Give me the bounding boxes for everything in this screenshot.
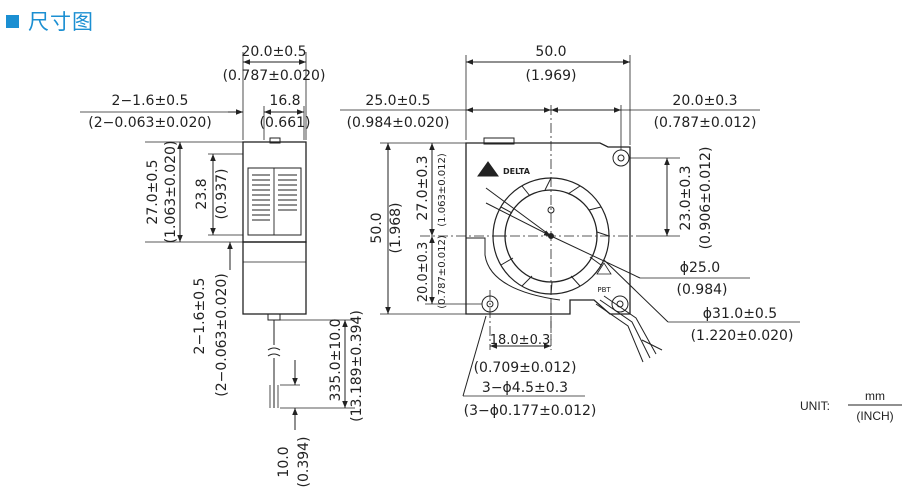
side-hole-bottom-in: (2−0.063±0.020) [214,273,230,396]
lead-length-in: (13.189±0.394) [349,310,365,422]
side-view [80,52,355,430]
mount-holes: 3−ϕ4.5±0.3 [482,380,568,396]
unit-legend: UNIT: mm (INCH) [800,389,902,423]
side-width-inner-in: (0.661) [259,115,310,131]
front-center-top-in: (1.063±0.012) [437,153,448,227]
front-height-total-in: (1.968) [388,202,404,253]
side-hole-left-in: (2−0.063±0.020) [88,115,211,131]
hole-spacing: 18.0±0.3 [490,333,551,348]
front-view [340,55,800,397]
side-vent-slots [252,168,297,235]
side-height-inner-in: (0.937) [214,168,230,219]
unit-numerator: mm [865,389,885,403]
page-title: 尺寸图 [28,10,94,34]
lead-length: 335.0±10.0 [328,319,344,402]
hub-diameter-in: (0.984) [676,282,727,298]
side-lead-break [267,347,281,357]
front-center-left: 25.0±0.5 [365,93,430,109]
side-width-top-in: (0.787±0.020) [223,68,326,84]
side-hole-bottom: 2−1.6±0.5 [192,278,208,355]
front-center-bottom: 20.0±0.3 [416,242,431,303]
mount-holes-in: (3−ϕ0.177±0.012) [464,403,597,419]
strip-length: 10.0 [276,446,292,477]
front-hole-right-in: (0.787±0.012) [654,115,757,131]
front-width-total: 50.0 [535,44,566,60]
recycle-icon [596,262,612,275]
side-height-inner: 23.8 [194,178,210,209]
delta-logo-icon [477,161,499,177]
hub-diameter: ϕ25.0 [680,260,720,276]
front-hole-vert-in: (0.906±0.012) [698,147,714,250]
impeller-blades [493,177,610,295]
section-header: 尺寸图 [6,6,94,36]
side-width-inner: 16.8 [269,93,300,109]
side-body-lower [242,241,307,315]
front-height-total: 50.0 [369,212,385,243]
side-lead-exit [267,313,281,321]
side-hole-left: 2−1.6±0.5 [112,93,189,109]
side-width-top: 20.0±0.5 [241,44,306,60]
front-lead-wires [595,295,663,363]
hole-spacing-in: (0.709±0.012) [474,360,577,376]
header-square-icon [6,14,19,28]
fan-scroll [466,237,561,301]
side-height-outer-in: (1.063±0.020) [163,141,179,244]
front-width-total-in: (1.969) [525,68,576,84]
fan-mark-text: PBT [597,286,611,294]
strip-length-in: (0.394) [296,436,312,487]
front-hole-vert: 23.0±0.3 [678,165,694,230]
front-hole-right: 20.0±0.3 [672,93,737,109]
impeller-diameter: ϕ31.0±0.5 [703,306,777,322]
side-vent-frame [247,167,302,236]
fan-logo-text: DELTA [503,167,531,176]
front-center-left-in: (0.984±0.020) [347,115,450,131]
mount-hole-top-right [612,149,630,167]
unit-denominator: (INCH) [856,409,893,423]
front-center-bottom-in: (0.787±0.012) [437,235,448,309]
mount-hole-bottom-right [611,295,629,313]
side-latch [269,137,281,144]
side-view-labels: 20.0±0.5 (0.787±0.020) 16.8 (0.661) 2−1.… [88,44,365,488]
front-center-top: 27.0±0.3 [415,155,431,220]
side-height-outer: 27.0±0.5 [145,159,161,224]
impeller-diameter-in: (1.220±0.020) [691,328,794,344]
side-body-upper [242,141,307,243]
unit-label: UNIT: [800,399,830,413]
front-view-labels: 50.0 (1.969) 25.0±0.5 (0.984±0.020) 20.0… [347,44,794,419]
fan-top-latch [483,137,515,145]
